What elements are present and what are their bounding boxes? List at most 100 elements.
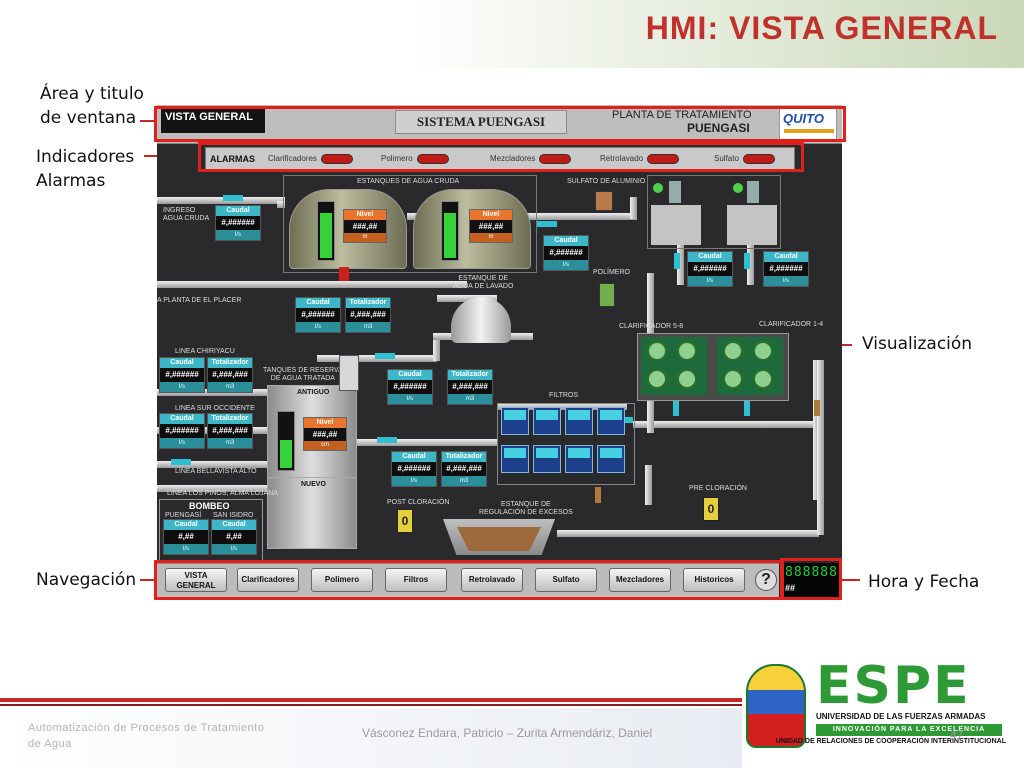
gauge-label: Totalizador	[346, 298, 390, 308]
filter-cell[interactable]	[533, 445, 561, 473]
caudal-gauge-south: Caudal #,###### l/s	[159, 413, 205, 449]
level-value: ###,##	[352, 222, 378, 231]
gauge-unit: m3	[208, 382, 252, 392]
alarm-clarificadores[interactable]: Clarificadores	[268, 151, 353, 167]
gauge-unit: l/s	[164, 544, 208, 554]
gauge-unit: l/s	[160, 382, 204, 392]
nav-button-polimero[interactable]: Polimero	[311, 568, 373, 592]
quito-logo-stripe	[784, 129, 834, 133]
sulfate-dosing-icon	[595, 191, 613, 211]
plant-label-line1: PLANTA DE TRATAMIENTO	[612, 109, 752, 121]
gauge-value: #,######	[393, 382, 427, 391]
alarm-mezcladores[interactable]: Mezcladores	[490, 151, 572, 167]
annotation-visualization: Visualización	[862, 334, 973, 354]
filter-cell[interactable]	[533, 407, 561, 435]
gauge-label: Caudal	[544, 236, 588, 246]
nav-button-clarificadores[interactable]: Clarificadores	[237, 568, 299, 592]
nav-button-mezcladores[interactable]: Mezcladores	[609, 568, 671, 592]
alarm-led	[539, 153, 572, 164]
alarm-sulfato[interactable]: Sulfato	[714, 151, 775, 167]
mixers-frame	[647, 175, 781, 249]
flow-arrow	[744, 253, 750, 269]
caudal-gauge-sulfate: Caudal #,###### l/s	[543, 235, 589, 271]
tank-level-fill	[320, 213, 332, 258]
pipe	[157, 281, 467, 288]
gauge-label: Caudal	[296, 298, 340, 308]
label-nuevo: NUEVO	[301, 481, 326, 488]
filter-cell[interactable]	[597, 407, 625, 435]
gauge-value: #,######	[769, 264, 803, 273]
level-unit: m	[344, 233, 386, 242]
hmi-title-bar: VISTA GENERAL SISTEMA PUENGASI PLANTA DE…	[157, 105, 842, 144]
pipe	[645, 465, 652, 505]
slide-header-band	[0, 0, 1024, 68]
gauge-unit: m3	[346, 322, 390, 332]
gauge-value: #,###,###	[212, 426, 248, 435]
help-icon[interactable]: ?	[755, 569, 777, 591]
status-indicator-icon	[733, 183, 743, 193]
excess-tank-fill	[457, 527, 541, 551]
footer-course-line1: Automatización de Procesos de Tratamient…	[28, 722, 265, 734]
filter-cell[interactable]	[501, 445, 529, 473]
alarm-led	[416, 153, 449, 164]
hmi-screen: VISTA GENERAL SISTEMA PUENGASI PLANTA DE…	[157, 105, 842, 600]
flow-arrow	[171, 459, 191, 465]
alarm-polimero[interactable]: Polimero	[381, 151, 449, 167]
alarm-retrolavado[interactable]: Retrolavado	[600, 151, 680, 167]
footer-course-line2: de Agua	[28, 738, 72, 750]
nav-button-vista-general[interactable]: VISTA GENERAL	[165, 568, 227, 592]
label-post-chlorination: POST CLORACIÓN	[387, 499, 450, 506]
mixer-tank-2	[727, 205, 777, 245]
alarm-label: Mezcladores	[490, 154, 536, 163]
label-wash-tank-line2: AGUA DE LAVADO	[453, 283, 514, 290]
pipe	[747, 215, 754, 285]
gauge-unit: l/s	[296, 322, 340, 332]
pipe	[437, 295, 497, 302]
slide-title: HMI: VISTA GENERAL	[645, 10, 998, 46]
filter-cell[interactable]	[501, 407, 529, 435]
flow-arrow	[223, 195, 243, 201]
filter-bank	[497, 403, 635, 485]
level-unit: m	[470, 233, 512, 242]
filter-cell[interactable]	[565, 407, 593, 435]
alarm-led	[647, 153, 680, 164]
level-label: Nivel	[470, 210, 512, 220]
plant-label-line2: PUENGASI	[687, 121, 750, 135]
gauge-value: #,###,###	[446, 464, 482, 473]
highlight-alarm-area	[198, 142, 804, 172]
flow-arrow	[377, 437, 397, 443]
label-excess-tank: ESTANQUE DE REGULACIÓN DE EXCESOS	[479, 501, 573, 517]
clarifier-unit-icon	[677, 341, 697, 361]
totalizer-gauge-filter-in: Totalizador #,###,### m3	[447, 369, 493, 405]
label-line-chiriyacu: LINEA CHIRIYACU	[175, 348, 235, 355]
nav-button-historicos[interactable]: Historicos	[683, 568, 745, 592]
gauge-value: #,######	[165, 426, 199, 435]
quito-logo-text: QUITO	[783, 111, 824, 126]
polymer-dosing-icon	[599, 283, 615, 307]
tank-level-bar	[317, 201, 335, 261]
annotation-pointer	[842, 579, 860, 581]
pipe	[813, 360, 820, 500]
gauge-unit: l/s	[160, 438, 204, 448]
nav-button-sulfato[interactable]: Sulfato	[535, 568, 597, 592]
pipe	[157, 485, 269, 492]
nav-button-label: VISTA	[184, 571, 208, 580]
gauge-label: Caudal	[164, 520, 208, 530]
valve-icon[interactable]	[339, 267, 349, 281]
tank-nuevo	[267, 477, 357, 549]
quito-logo: QUITO	[779, 108, 837, 140]
clarifier-unit-icon	[723, 369, 743, 389]
pre-chlorination-indicator: 0	[703, 497, 719, 521]
annotation-alarms: Indicadores Alarmas	[36, 145, 134, 193]
filter-cell[interactable]	[565, 445, 593, 473]
clock-date: ##	[785, 583, 796, 593]
espe-logo-line2: INNOVACIÓN PARA LA EXCELENCIA	[816, 724, 1002, 736]
gauge-label: Caudal	[216, 206, 260, 216]
caudal-gauge-chiriyacu: Caudal #,###### l/s	[159, 357, 205, 393]
nav-button-filtros[interactable]: Filtros	[385, 568, 447, 592]
mixer-tank-1	[651, 205, 701, 245]
nav-button-retrolavado[interactable]: Retrolavado	[461, 568, 523, 592]
filter-cell[interactable]	[597, 445, 625, 473]
gauge-value: #,######	[693, 264, 727, 273]
gauge-unit: l/s	[764, 276, 808, 286]
